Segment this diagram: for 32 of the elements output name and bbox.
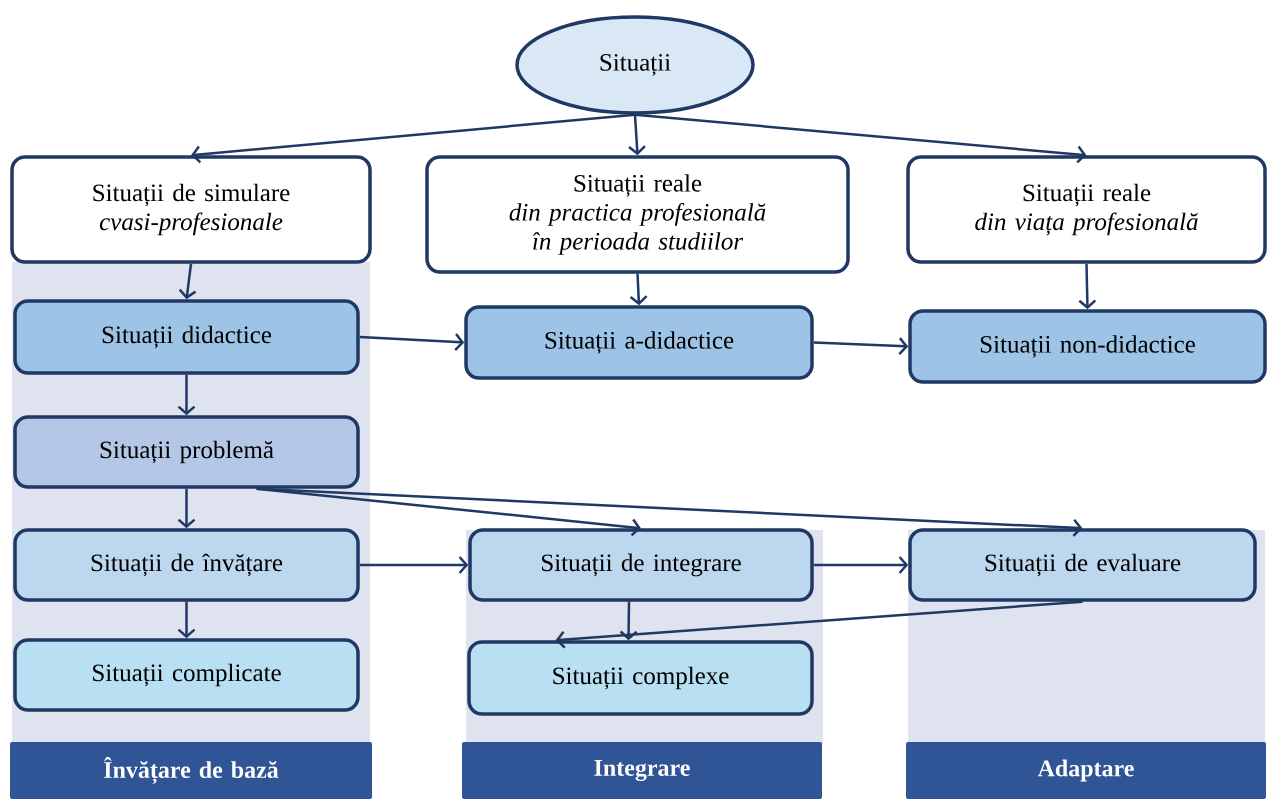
arrow [177,374,196,416]
arrow [813,556,909,574]
situation-box: Situații didactice [13,299,360,375]
arrow [619,601,638,641]
ellipse-node: Situații [515,15,755,115]
situation-box: Situații de simulare cvasi-profesionale [10,155,372,264]
column-header: Adaptare [906,742,1266,799]
situation-box: Situații reale din practica profesională în perioada studiilor [425,155,850,274]
situation-box: Situații reale din viața profesională [906,155,1267,264]
situation-box: Situații de evaluare [908,528,1257,602]
arrow [628,114,646,156]
arrow [813,337,909,355]
arrow [359,556,469,574]
arrow [1078,263,1097,310]
situation-box: Situații problemă [13,415,360,489]
arrow [177,488,196,529]
arrow [555,600,1083,649]
arrow [178,263,197,300]
arrow [191,113,636,164]
column-header: Integrare [462,742,822,799]
arrow [177,601,196,639]
arrow [359,333,465,351]
situation-box: Situații de integrare [468,528,814,602]
situation-box: Situații a-didactice [464,305,814,380]
situation-box: Situații de învățare [13,528,360,602]
arrow [629,273,648,306]
situation-box: Situații non-didactice [908,309,1267,384]
situation-box: Situații complicate [13,638,360,712]
arrow [634,113,1087,164]
column-header: Învățare de bază [10,742,372,799]
situation-box: Situații complexe [467,640,814,716]
arrow [256,487,1083,537]
